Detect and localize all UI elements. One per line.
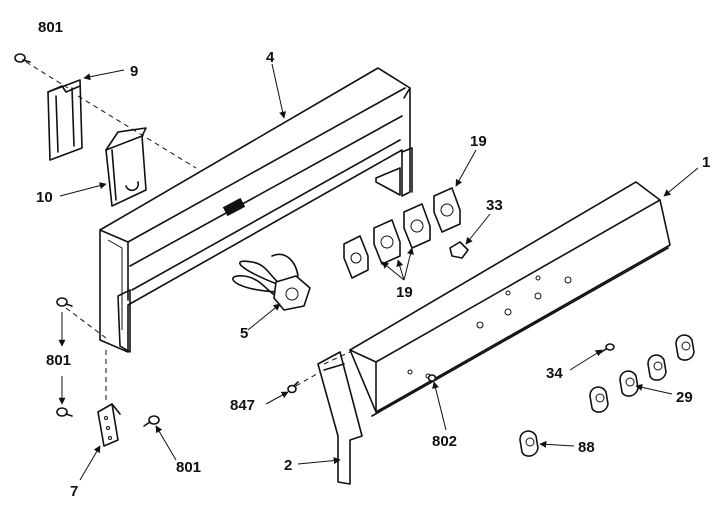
label-802: 802 bbox=[432, 433, 457, 450]
part-labels: 801 9 4 19 1 10 33 19 5 801 34 847 29 80… bbox=[36, 19, 710, 500]
label-34: 34 bbox=[546, 365, 563, 382]
knob-group bbox=[519, 334, 695, 457]
label-4: 4 bbox=[266, 49, 275, 66]
label-10: 10 bbox=[36, 189, 53, 206]
knob-4 bbox=[589, 386, 609, 413]
screw-801-left bbox=[56, 297, 73, 307]
label-19-bottom: 19 bbox=[396, 284, 413, 301]
knob-3 bbox=[619, 370, 639, 397]
label-801-bottom: 801 bbox=[176, 459, 201, 476]
switch-3 bbox=[403, 203, 431, 249]
switch-4 bbox=[433, 187, 461, 233]
bracket-10 bbox=[105, 127, 147, 207]
label-1: 1 bbox=[702, 154, 710, 171]
switch-1 bbox=[343, 235, 369, 279]
label-5: 5 bbox=[240, 325, 248, 342]
backguard-housing bbox=[99, 67, 413, 353]
bracket-9 bbox=[47, 79, 83, 161]
screw-802 bbox=[427, 374, 437, 382]
knob-2 bbox=[647, 354, 667, 381]
assembly-lines bbox=[25, 61, 351, 405]
leader-lines bbox=[59, 63, 699, 481]
label-19-top: 19 bbox=[470, 133, 487, 150]
screw-801-top bbox=[14, 53, 31, 63]
knob-88 bbox=[519, 430, 539, 457]
label-29: 29 bbox=[676, 389, 693, 406]
label-9: 9 bbox=[130, 63, 138, 80]
label-801-top: 801 bbox=[38, 19, 63, 36]
control-panel bbox=[349, 181, 671, 417]
mounting-bracket bbox=[97, 403, 121, 447]
label-847: 847 bbox=[230, 397, 255, 414]
knob-1 bbox=[675, 334, 695, 361]
label-7: 7 bbox=[70, 483, 78, 500]
side-trim bbox=[317, 351, 363, 485]
screw-801-right bbox=[143, 415, 160, 427]
screw-34 bbox=[599, 343, 615, 354]
screw-801-left-lower bbox=[56, 407, 73, 417]
label-88: 88 bbox=[578, 439, 595, 456]
screw-847 bbox=[287, 381, 299, 394]
label-33: 33 bbox=[486, 197, 503, 214]
label-801-left: 801 bbox=[46, 352, 71, 369]
switch-group bbox=[343, 187, 461, 279]
thermostat bbox=[232, 253, 311, 311]
label-2: 2 bbox=[284, 457, 292, 474]
indicator-light bbox=[449, 241, 469, 259]
switch-2 bbox=[373, 219, 401, 265]
